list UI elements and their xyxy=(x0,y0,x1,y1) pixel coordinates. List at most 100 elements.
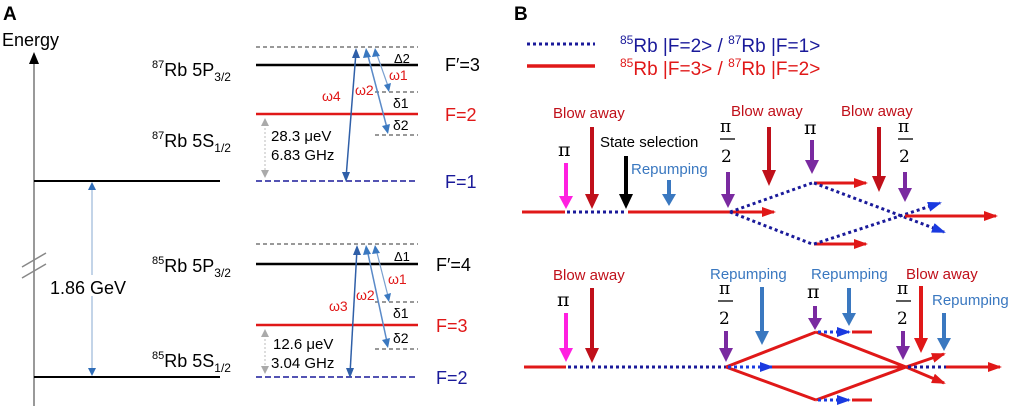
rb85-excited-label: 85Rb 5P3/2 xyxy=(152,255,231,280)
arrowhead-icon xyxy=(719,348,733,362)
arrowhead-icon xyxy=(353,245,361,255)
arrowhead-icon xyxy=(372,48,380,57)
state-selection-label: State selection xyxy=(600,134,698,151)
arrowhead-icon xyxy=(872,176,886,192)
arrowhead-icon xyxy=(261,118,269,126)
gev-gap-label: 1.86 GeV xyxy=(50,278,126,298)
pi-label: π xyxy=(558,139,571,161)
arrowhead-icon xyxy=(384,83,391,92)
arrowhead-icon xyxy=(842,313,856,326)
rb85-omega3-transition xyxy=(349,248,358,375)
arrowhead-icon xyxy=(384,293,391,302)
state-path-upper-arm xyxy=(725,330,817,369)
rb87-level-diagram: 87Rb 5P3/2 87Rb 5S1/2 F′=3 F=2 F=1 Δ2 ω1… xyxy=(152,46,480,192)
arrowhead-icon xyxy=(619,194,633,209)
sequence-2: π Blow away π 2 Repumping π Repumping π … xyxy=(524,266,1009,405)
blow-away-label: Blow away xyxy=(906,266,978,283)
gev-gap-arrowhead-down-icon xyxy=(88,368,96,376)
pi-label: π xyxy=(804,117,817,139)
arrowhead-icon xyxy=(721,194,735,208)
pi-label: π xyxy=(807,281,820,303)
rb87-omega1-transition xyxy=(375,51,389,87)
half-pi-denominator: 2 xyxy=(719,309,730,329)
legend-entry-dotted: 85Rb |F=2> / 87Rb |F=1> xyxy=(620,33,820,57)
rb87-omega2-transition xyxy=(366,51,388,129)
arrowhead-icon xyxy=(346,368,354,378)
half-pi-numerator: π xyxy=(720,117,731,137)
rb85-omega3-label: ω3 xyxy=(329,298,348,314)
arrowhead-icon xyxy=(261,329,269,337)
rb85-omega1-transition xyxy=(375,248,389,297)
sequence-1: π Blow away State selection Repumping π … xyxy=(522,103,998,249)
arrowhead-icon xyxy=(898,188,912,202)
arrowhead-icon xyxy=(914,338,928,353)
blow-away-label: Blow away xyxy=(841,103,913,120)
half-pi-denominator: 2 xyxy=(899,147,910,167)
blow-away-label: Blow away xyxy=(553,267,625,284)
blow-away-label: Blow away xyxy=(553,105,625,122)
rb85-splitting-frequency: 3.04 GHz xyxy=(271,355,334,372)
state-path-output-upper xyxy=(905,352,946,369)
energy-axis-arrowhead-icon xyxy=(29,52,39,64)
rb87-f2-label: F=2 xyxy=(445,105,477,125)
arrowhead-icon xyxy=(585,348,599,363)
rb85-fprime4-label: F′=4 xyxy=(436,255,471,275)
rb87-splitting-frequency: 6.83 GHz xyxy=(271,147,334,164)
rb85-f2-label: F=2 xyxy=(436,368,468,388)
rb85-omega2-transition xyxy=(366,248,388,343)
repumping-label: Repumping xyxy=(932,292,1009,309)
arrowhead-icon xyxy=(559,196,573,209)
rb87-omega2-label: ω2 xyxy=(355,82,374,98)
rb87-ground-label: 87Rb 5S1/2 xyxy=(152,130,231,155)
arrowhead-icon xyxy=(937,338,951,351)
repumping-label: Repumping xyxy=(710,266,787,283)
rb85-ground-label: 85Rb 5S1/2 xyxy=(152,350,231,375)
rb87-fprime3-label: F′=3 xyxy=(445,55,480,75)
rb87-delta2-label: δ2 xyxy=(393,117,409,133)
state-path-lower-arm xyxy=(725,365,817,402)
rb87-omega4-label: ω4 xyxy=(322,88,341,104)
rb87-delta1-label: δ1 xyxy=(393,95,409,111)
state-path-output-lower xyxy=(905,365,946,385)
gev-gap-arrowhead-up-icon xyxy=(88,182,96,190)
state-path-lower-arm xyxy=(729,210,813,246)
state-path-upper-arm xyxy=(729,181,813,214)
arrowhead-icon xyxy=(808,318,822,330)
arrowhead-icon xyxy=(662,194,676,206)
rb87-f1-label: F=1 xyxy=(445,172,477,192)
arrowhead-icon xyxy=(372,245,380,254)
rb87-omega4-transition xyxy=(345,51,357,179)
repumping-label: Repumping xyxy=(811,266,888,283)
arrowhead-icon xyxy=(755,331,769,345)
rb85-omega2-label: ω2 xyxy=(356,287,375,303)
axis-break-mark xyxy=(21,263,47,279)
arrowhead-icon xyxy=(585,194,599,209)
arrowhead-icon xyxy=(261,170,269,178)
legend-entry-solid: 85Rb |F=3> / 87Rb |F=2> xyxy=(620,56,820,80)
half-pi-denominator: 2 xyxy=(897,309,908,329)
repumping-label: Repumping xyxy=(631,161,708,178)
arrowhead-icon xyxy=(363,48,371,58)
state-path-upper-return xyxy=(815,330,907,369)
arrowhead-icon xyxy=(559,348,573,362)
rb87-splitting-energy: 28.3 μeV xyxy=(271,128,331,145)
panel-b-label: B xyxy=(514,4,528,25)
rb85-f3-label: F=3 xyxy=(436,316,468,336)
legend: 85Rb |F=2> / 87Rb |F=1> 85Rb |F=3> / 87R… xyxy=(527,33,820,80)
rb85-omega1-label: ω1 xyxy=(388,271,407,287)
arrowhead-icon xyxy=(352,48,360,58)
state-path-lower-crossing xyxy=(813,201,942,246)
rb85-delta1-label: δ1 xyxy=(393,305,409,321)
arrowhead-icon xyxy=(342,172,350,182)
arrowhead-icon xyxy=(363,245,371,255)
half-pi-numerator: π xyxy=(898,117,909,137)
arrowhead-icon xyxy=(805,160,819,174)
rb87-omega1-label: ω1 xyxy=(389,67,408,83)
energy-axis-label: Energy xyxy=(2,30,59,50)
arrowhead-icon xyxy=(382,124,390,134)
panel-a-label: A xyxy=(3,4,17,25)
rb87-excited-label: 87Rb 5P3/2 xyxy=(152,59,231,84)
state-path-upper-crossing xyxy=(813,181,946,234)
state-path-lower-return xyxy=(815,365,907,402)
